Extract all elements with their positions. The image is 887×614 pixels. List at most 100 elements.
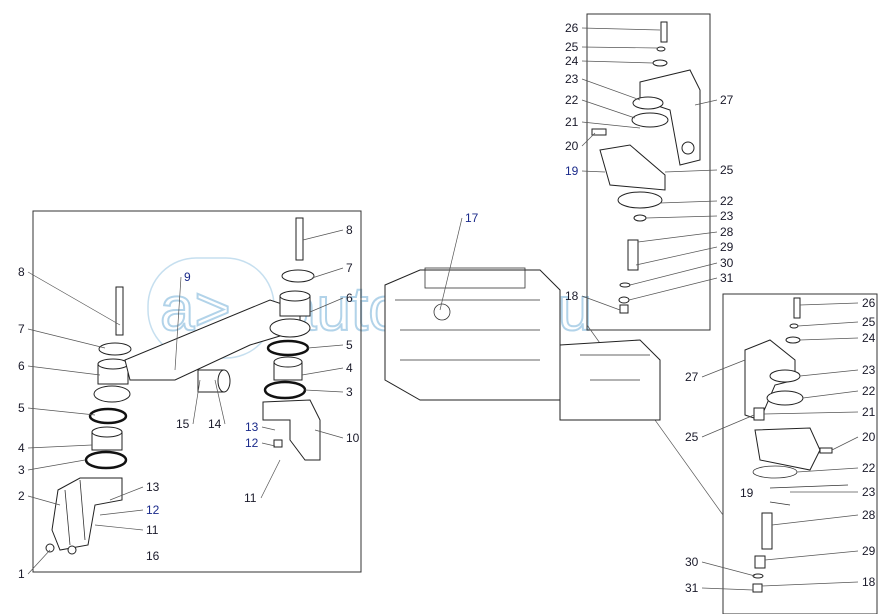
part-number-label: 27 xyxy=(720,93,734,107)
callout-leader-line xyxy=(802,390,859,399)
part-number-label: 28 xyxy=(862,508,876,522)
part-number-label: 2 xyxy=(18,489,25,503)
callout-leader-line xyxy=(664,169,718,173)
part-number-label: 11 xyxy=(244,491,257,505)
part-number-label: 15 xyxy=(176,417,190,431)
callout-leader-line xyxy=(694,99,718,106)
callout-leader-line xyxy=(301,367,344,376)
callout-leader-line xyxy=(94,524,144,531)
part-number-label: 23 xyxy=(862,485,876,499)
part-number-label: 29 xyxy=(862,544,876,558)
callout-leader-line xyxy=(27,328,106,349)
callout-leader-line xyxy=(761,581,859,587)
part-number-label: 5 xyxy=(18,401,25,415)
part-number-label: 21 xyxy=(565,115,579,129)
part-number-label: 22 xyxy=(720,194,734,208)
part-number-label: 13 xyxy=(245,420,259,434)
part-number-label: 25 xyxy=(720,163,734,177)
part-number-label: 22 xyxy=(565,93,579,107)
part-number-label: 30 xyxy=(685,555,699,569)
bottom-right-panel-frame xyxy=(722,293,878,614)
callout-leader-line xyxy=(27,495,61,506)
callout-leader-line xyxy=(797,321,859,327)
part-number-label: 8 xyxy=(346,223,353,237)
part-number-label: 18 xyxy=(565,289,579,303)
part-number-label: 7 xyxy=(346,261,353,275)
callout-leader-line xyxy=(261,426,276,431)
part-number-label: 12 xyxy=(146,503,160,517)
part-number-label: 31 xyxy=(720,271,734,285)
callout-leader-line xyxy=(701,359,746,378)
callout-leader-line xyxy=(581,60,654,64)
callout-leader-line xyxy=(581,46,658,49)
callout-leader-line xyxy=(307,344,344,349)
callout-leader-line xyxy=(309,297,344,313)
part-number-label: 29 xyxy=(720,240,734,254)
part-number-label: 21 xyxy=(862,405,876,419)
callout-leader-line xyxy=(637,231,718,243)
part-number-label: 22 xyxy=(862,384,876,398)
part-number-label: 6 xyxy=(18,359,25,373)
callout-leader-line xyxy=(109,486,144,501)
part-number-label: 1 xyxy=(18,567,25,581)
part-number-label: 4 xyxy=(18,441,25,455)
part-number-label: 26 xyxy=(862,296,876,310)
callout-leader-line xyxy=(645,215,718,219)
callout-leader-line xyxy=(99,509,144,516)
part-number-label: 3 xyxy=(346,385,353,399)
engine-gearbox-assembly xyxy=(384,267,661,421)
callout-leader-line xyxy=(581,121,641,129)
part-number-label: 10 xyxy=(346,431,360,445)
part-number-label: 20 xyxy=(862,430,876,444)
callout-leader-line xyxy=(581,295,621,311)
part-number-label: 12 xyxy=(245,436,259,450)
callout-leader-line xyxy=(314,429,344,439)
part-number-label: 3 xyxy=(18,463,25,477)
part-number-label: 7 xyxy=(18,322,25,336)
callout-leader-line xyxy=(764,550,859,561)
part-number-label: 4 xyxy=(346,361,353,375)
callout-leader-line xyxy=(701,587,754,591)
part-number-label: 8 xyxy=(18,265,25,279)
part-number-label: 5 xyxy=(346,338,353,352)
callout-leader-line xyxy=(659,200,718,204)
part-number-label: 25 xyxy=(862,315,876,329)
callout-leader-line xyxy=(261,442,276,447)
part-number-label: 25 xyxy=(685,430,699,444)
bottom-right-mount-assembly xyxy=(744,297,849,593)
callout-leader-line xyxy=(302,229,344,241)
callout-leader-line xyxy=(581,170,606,173)
callout-leader-line xyxy=(214,379,226,425)
left-panel-frame xyxy=(32,210,362,573)
part-number-label: 20 xyxy=(565,139,579,153)
callout-leader-line xyxy=(581,132,596,147)
part-number-label: 23 xyxy=(720,209,734,223)
part-number-label: 24 xyxy=(862,331,876,345)
part-number-label: 31 xyxy=(685,581,699,595)
callout-leader-line xyxy=(27,459,86,471)
top-right-mount-assembly xyxy=(591,21,701,314)
callout-leader-line xyxy=(799,337,859,341)
callout-leader-line xyxy=(27,271,121,326)
part-number-label: 19 xyxy=(565,164,579,178)
callout-leader-line xyxy=(581,78,641,101)
callout-leader-line xyxy=(771,514,859,526)
part-number-label: 16 xyxy=(146,549,160,563)
part-number-label: 25 xyxy=(565,40,579,54)
part-number-label: 9 xyxy=(184,270,191,284)
part-number-label: 22 xyxy=(862,461,876,475)
part-number-label: 14 xyxy=(208,417,222,431)
callout-leader-line xyxy=(831,436,859,451)
callout-leader-line xyxy=(763,411,859,415)
callout-leader-line xyxy=(635,246,718,266)
callout-leader-line xyxy=(192,379,201,425)
callout-leader-line xyxy=(628,277,718,301)
part-number-label: 24 xyxy=(565,54,579,68)
callout-leader-line xyxy=(796,467,859,473)
part-number-label: 26 xyxy=(565,21,579,35)
part-number-label: 27 xyxy=(685,370,699,384)
callout-leader-line xyxy=(799,302,859,306)
part-number-label: 30 xyxy=(720,256,734,270)
